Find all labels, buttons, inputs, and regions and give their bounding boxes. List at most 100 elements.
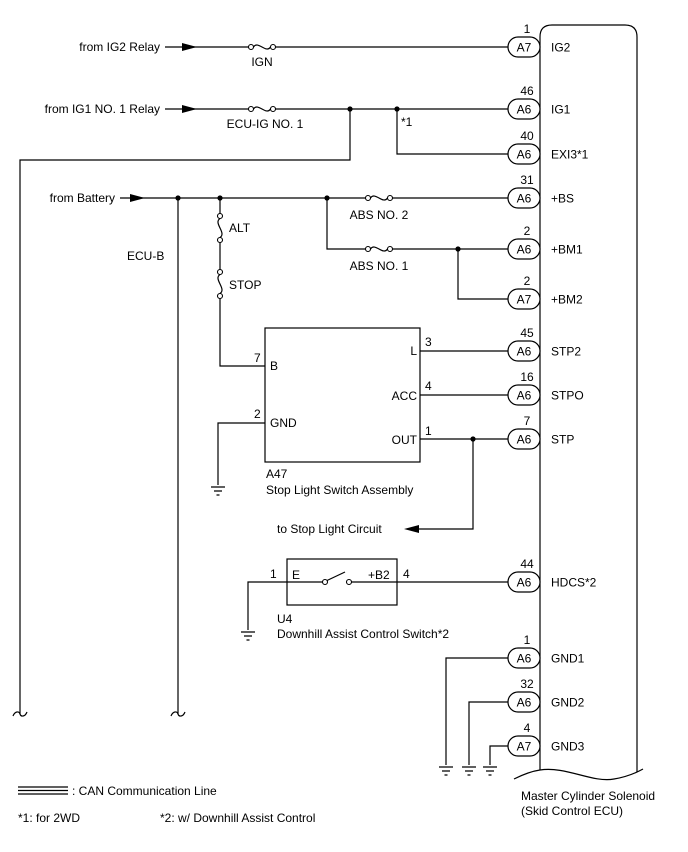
gnd2-wire: [468, 701, 508, 765]
terminal-number: 46: [520, 84, 534, 98]
ecu-subname: (Skid Control ECU): [521, 804, 623, 818]
connector-code: A7: [517, 41, 532, 55]
fuse-terminal: [364, 245, 372, 253]
connector-code: A6: [517, 433, 532, 447]
fuse-terminal: [386, 194, 394, 202]
connector-code: A7: [517, 293, 532, 307]
terminal-number: 2: [524, 274, 531, 288]
terminal-name: OUT: [392, 433, 418, 447]
fuse-element: [217, 273, 223, 295]
connector-housing: [507, 735, 541, 757]
can-line-legend-label: : CAN Communication Line: [72, 784, 217, 798]
terminal-name: E: [292, 568, 300, 582]
terminal-number: 2: [524, 224, 531, 238]
ground-icon: [462, 766, 476, 776]
connector-housing: [507, 340, 541, 362]
component-code: U4: [277, 612, 293, 626]
gnd3-wire: [489, 745, 508, 765]
switch-contact: [345, 578, 353, 586]
connector-code: A6: [517, 103, 532, 117]
terminal-number: 4: [425, 379, 432, 393]
fuse-terminal: [216, 292, 224, 300]
battery-source-label: from Battery: [50, 191, 115, 205]
footnote-2: *2: w/ Downhill Assist Control: [160, 811, 315, 825]
abs-no1-fuse-label: ABS NO. 1: [350, 259, 409, 273]
component-code: A47: [266, 467, 288, 481]
connector-housing: [507, 238, 541, 260]
fuse-terminal: [247, 105, 255, 113]
terminal-name: +BS: [551, 192, 574, 206]
terminal-number: 32: [520, 677, 534, 691]
terminal-name: +BM1: [551, 243, 583, 257]
fuse-icon: [247, 105, 277, 113]
stop-fuse-label: STOP: [229, 278, 261, 292]
alt-fuse-label: ALT: [229, 221, 251, 235]
terminal-name: GND2: [551, 696, 585, 710]
feed-arrow-icon: [182, 105, 197, 113]
connector-code: A6: [517, 389, 532, 403]
terminal-number: 2: [254, 407, 261, 421]
ground-icon: [439, 766, 453, 776]
fuse-terminal: [216, 236, 224, 244]
fuse-terminal: [269, 105, 277, 113]
branch-note-marker: *1: [401, 115, 413, 129]
ecu-outline: [539, 24, 638, 772]
wire-continuation-mark: [170, 711, 186, 717]
can-line-swatch-icon: [18, 786, 68, 795]
legend: : CAN Communication Line *1: for 2WD *2:…: [18, 784, 315, 825]
downhill-switch-ground-wire: [247, 581, 287, 630]
ground-icon: [483, 766, 497, 776]
fuse-icon: [247, 43, 277, 51]
ig2-relay-source-label: from IG2 Relay: [79, 40, 160, 54]
junction-dot: [394, 106, 400, 112]
terminal-name: IG1: [551, 103, 571, 117]
downhill-assist-switch: 1 E +B2 4 U4 Downhill Assist Control Swi…: [241, 558, 508, 641]
ecu-ig-no1-fuse-label: ECU-IG NO. 1: [227, 117, 304, 131]
connector-code: A6: [517, 148, 532, 162]
terminal-name: GND1: [551, 652, 585, 666]
fuse-terminal: [247, 43, 255, 51]
junction-dot: [175, 195, 181, 201]
terminal-name: ACC: [392, 389, 418, 403]
terminal-number: 1: [270, 567, 277, 581]
terminal-number: 1: [524, 22, 531, 36]
junction-dot: [347, 106, 353, 112]
connector-code: A7: [517, 740, 532, 754]
fuse-element: [369, 246, 389, 252]
fuse-icon: [216, 212, 224, 244]
component-name: Downhill Assist Control Switch*2: [277, 627, 449, 641]
connector-code: A6: [517, 345, 532, 359]
terminal-number: 40: [520, 129, 534, 143]
switch-blade-icon: [326, 571, 346, 582]
component-name: Stop Light Switch Assembly: [266, 483, 413, 497]
connector-housing: [507, 98, 541, 120]
fuse-element: [252, 44, 272, 50]
connector-housing: [507, 691, 541, 713]
terminal-name: B: [270, 359, 278, 373]
terminal-name: GND: [270, 416, 297, 430]
connector-code: A6: [517, 652, 532, 666]
feed-arrow-icon: [182, 43, 197, 51]
fuse-icon: [364, 245, 394, 253]
terminal-number: 45: [520, 326, 534, 340]
fuse-terminal: [386, 245, 394, 253]
fuse-icon: [364, 194, 394, 202]
connector-code: A6: [517, 576, 532, 590]
output-arrow-icon: [404, 525, 419, 533]
switch-contact: [321, 578, 329, 586]
terminal-number: 44: [520, 557, 534, 571]
terminal-name: STP: [551, 433, 574, 447]
ig1-relay-source-label: from IG1 NO. 1 Relay: [45, 102, 160, 116]
fuse-element: [252, 106, 272, 112]
terminal-name: +B2: [368, 568, 390, 582]
terminal-number: 1: [425, 424, 432, 438]
ecu-break-line: [513, 768, 644, 781]
